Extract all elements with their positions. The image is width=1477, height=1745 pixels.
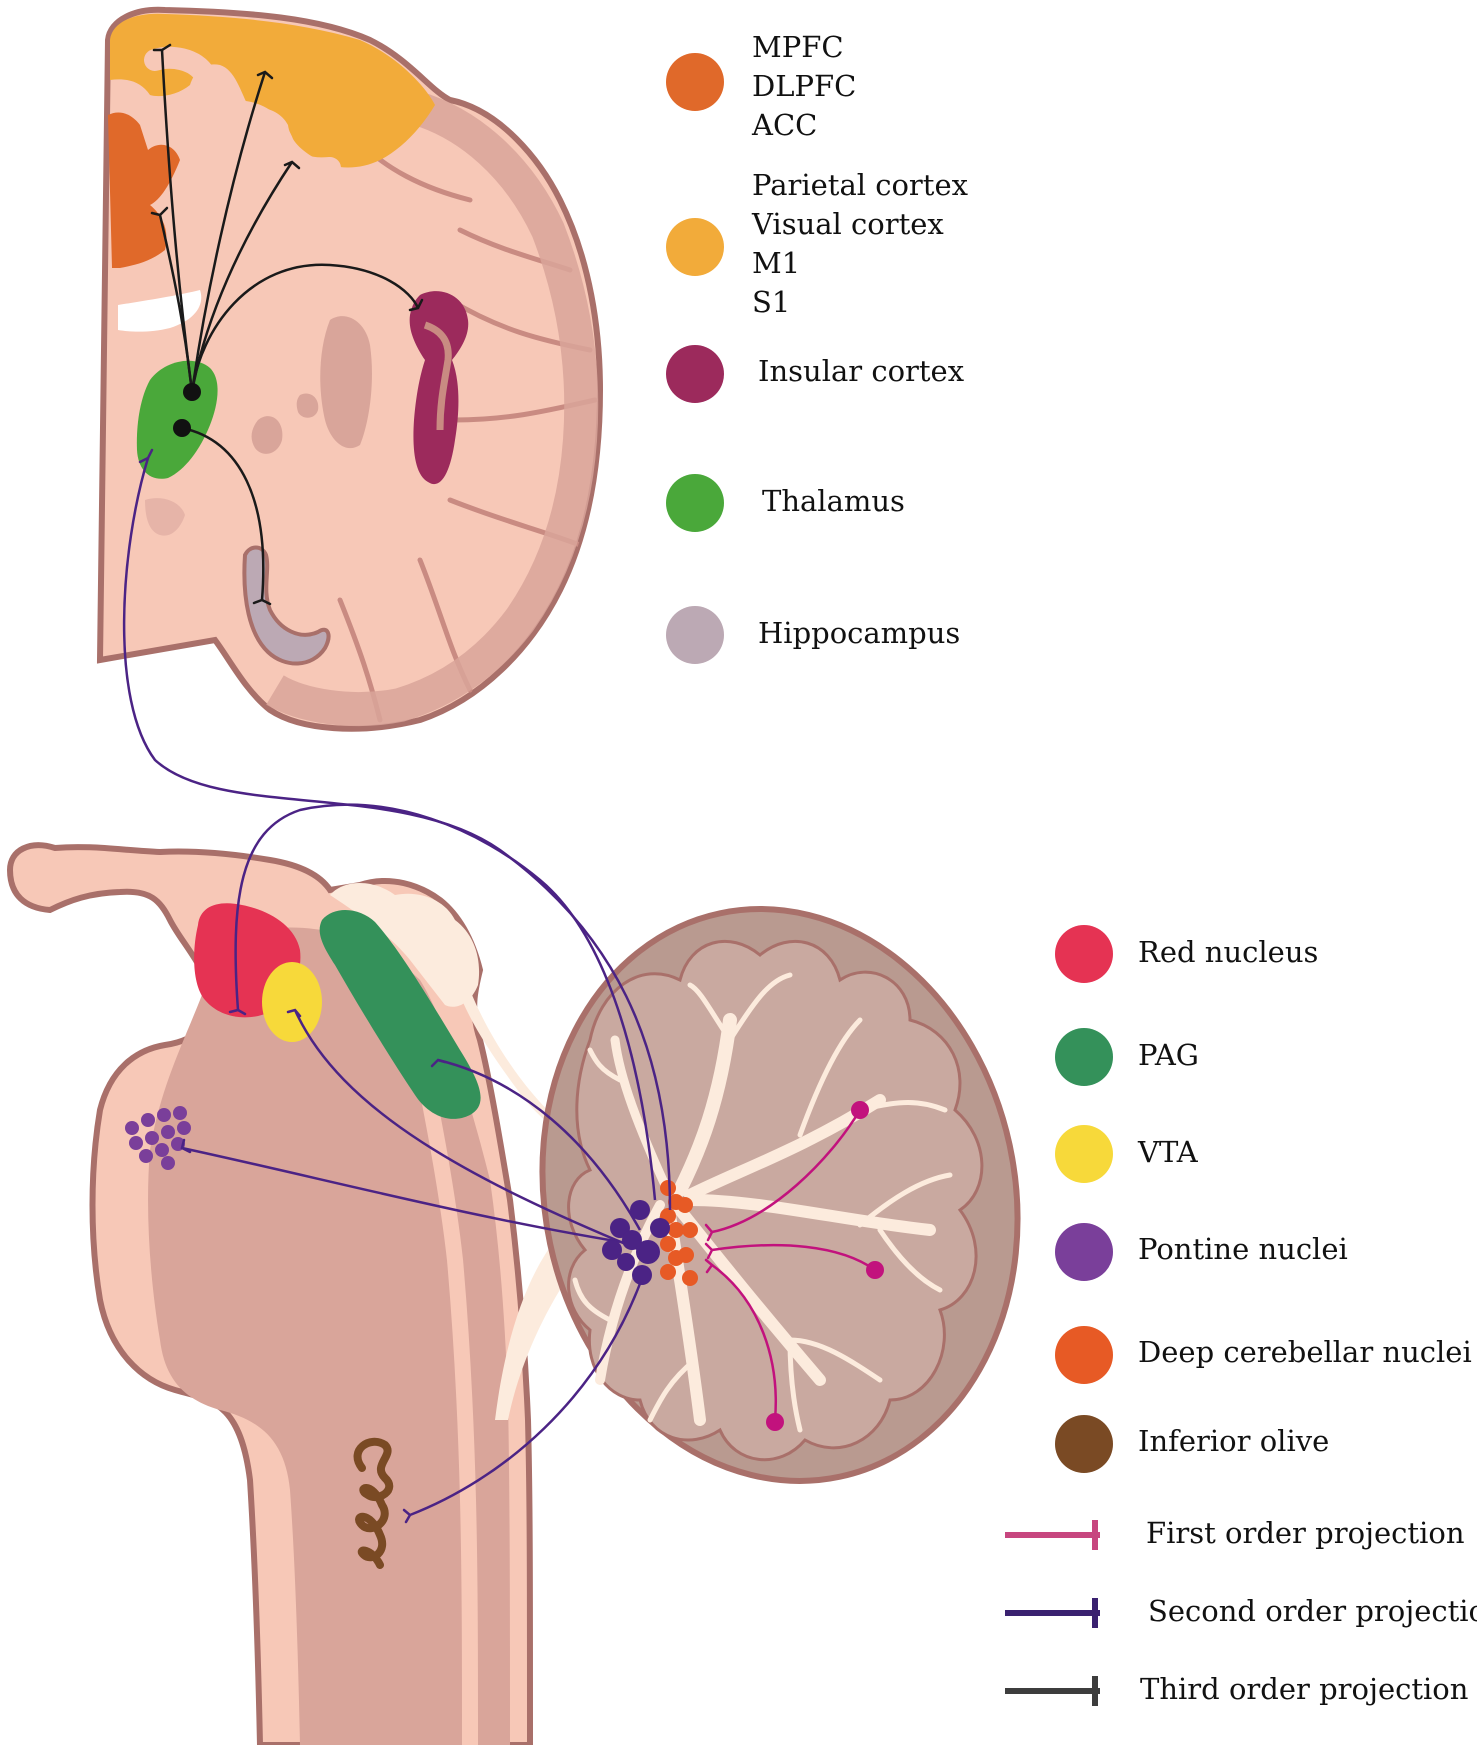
vta	[262, 962, 322, 1042]
mpfc-swatch	[666, 53, 724, 111]
purkinje-cell-3	[766, 1413, 784, 1431]
legend-label-pag: PAG	[1138, 1038, 1199, 1072]
legend-label-pontine-nuclei: Pontine nuclei	[1138, 1232, 1348, 1266]
legend-label-parietal-cortex: Parietal cortex	[752, 168, 968, 202]
red-nucleus-swatch	[1055, 925, 1113, 983]
legend-label-s1: S1	[752, 285, 791, 319]
inferior-olive	[353, 1437, 394, 1569]
legend-label-third-order: Third order projection	[1140, 1672, 1469, 1706]
third-order-terminals	[150, 43, 424, 606]
hippocampus	[242, 545, 331, 666]
legend-label-m1: M1	[752, 246, 801, 280]
insula-sulcus	[423, 321, 452, 431]
cortex-legend-item-1: MPFC DLPFC ACC	[752, 28, 856, 145]
cortical-gray-matter	[266, 88, 599, 726]
cerebellar-folia	[567, 939, 984, 1462]
legend-label-red-nucleus: Red nucleus	[1138, 935, 1319, 969]
purkinje-cell-2	[866, 1261, 884, 1279]
projection-to-insula	[190, 263, 420, 393]
first-order-projections	[711, 1109, 876, 1421]
fo-to-lower	[711, 1263, 777, 1421]
brainstem-inner	[148, 927, 510, 1745]
third-order-projections	[158, 49, 420, 601]
basal-ganglia	[320, 316, 372, 449]
brainstem-upper	[145, 498, 185, 536]
legend-label-insular-cortex: Insular cortex	[758, 354, 965, 388]
legend-label-vta: VTA	[1138, 1135, 1198, 1169]
legend-label-second-order: Second order projection	[1148, 1594, 1477, 1628]
pontine-swatch	[1055, 1223, 1113, 1281]
dcn-purple-nuclei	[602, 1200, 670, 1285]
legend-label-thalamus: Thalamus	[762, 484, 905, 518]
purkinje-cell-1	[851, 1101, 869, 1119]
fo-to-middle	[711, 1243, 876, 1272]
pag	[319, 910, 481, 1119]
second-order-swatch	[1005, 1598, 1100, 1628]
legend-label-visual-cortex: Visual cortex	[752, 207, 944, 241]
legend-label-hippocampus: Hippocampus	[758, 616, 961, 650]
legend-label-inferior-olive: Inferior olive	[1138, 1424, 1330, 1458]
legend-label-deep-cerebellar-nuclei: Deep cerebellar nuclei	[1138, 1335, 1472, 1369]
pag-to-dcn	[437, 1058, 642, 1231]
parietal-swatch	[666, 218, 724, 276]
coronal-brain-slice	[96, 6, 604, 732]
first-order-terminals	[704, 1223, 714, 1274]
legend-label-dlpfc: DLPFC	[752, 69, 857, 103]
pontine-to-dcn	[181, 1146, 641, 1247]
hippocampus-swatch	[666, 606, 724, 664]
internal-structure	[251, 416, 283, 454]
deep-cerebellar-nuclei	[660, 1180, 698, 1286]
cortex-legend-item-2: Parietal cortex Visual cortex M1 S1	[752, 166, 968, 322]
dcn-swatch	[1055, 1326, 1113, 1384]
projection-legend-swatches	[1005, 1520, 1100, 1706]
brainstem-legend-swatches	[1055, 925, 1113, 1473]
fo-to-upper	[711, 1109, 862, 1234]
inferior-olive-swatch	[1055, 1415, 1113, 1473]
cortex-gyri	[144, 46, 341, 180]
vta-to-dcn	[293, 1009, 641, 1252]
internal-structure-2	[296, 393, 319, 418]
cortex-legend-swatches	[666, 53, 724, 664]
legend-label-first-order: First order projection	[1146, 1516, 1465, 1550]
pag-swatch	[1055, 1028, 1113, 1086]
projection-to-hippocampus	[181, 426, 265, 601]
projection-to-parietal-a	[190, 71, 267, 393]
vta-swatch	[1055, 1125, 1113, 1183]
first-order-swatch	[1005, 1520, 1100, 1550]
cerebellum	[539, 906, 1021, 1484]
legend-label-acc: ACC	[752, 108, 818, 142]
thalamus-swatch	[666, 474, 724, 532]
thalamic-neuron-2	[173, 419, 191, 437]
pontine-nuclei	[125, 1106, 191, 1170]
olive-to-dcn	[409, 1269, 647, 1517]
legend-label-mpfc: MPFC	[752, 30, 844, 64]
brainstem-fiber-tract	[402, 998, 478, 1745]
insular-cortex	[409, 291, 469, 485]
second-order-terminals	[138, 448, 447, 1524]
second-order-projections	[122, 457, 672, 1517]
tectum	[330, 882, 480, 1007]
insular-swatch	[666, 345, 724, 403]
projection-to-dlpfc	[158, 214, 194, 393]
red-nucleus-loop	[234, 803, 657, 1201]
thalamic-neuron-1	[183, 383, 201, 401]
third-order-swatch	[1005, 1676, 1100, 1706]
